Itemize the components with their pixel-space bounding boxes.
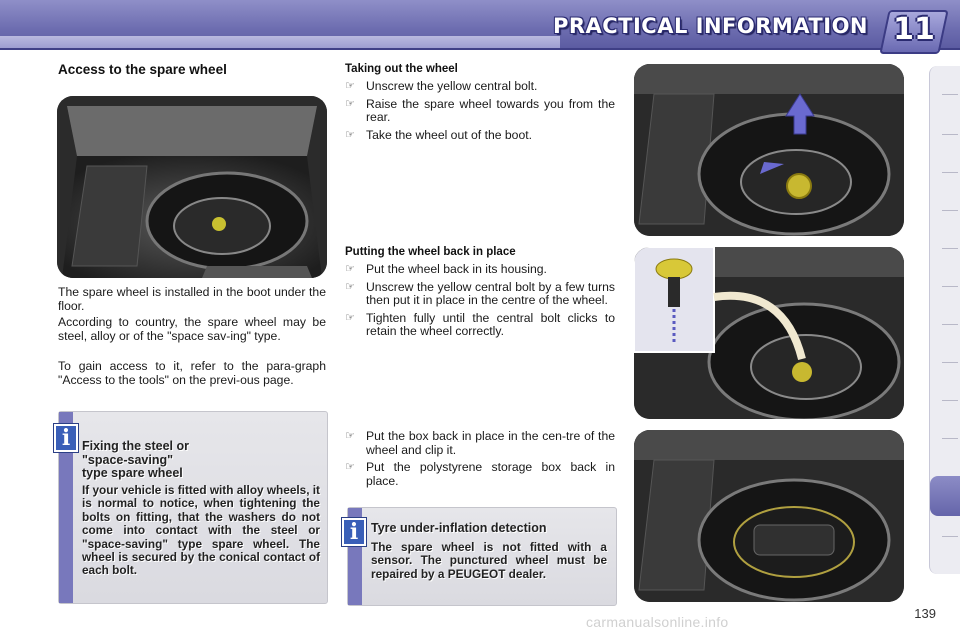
chapter-tab-active[interactable] [930,476,960,516]
step-text: Put the polystyrene storage box back in … [366,460,615,488]
step-item: ☞ Raise the spare wheel towards you from … [345,96,615,125]
step-item: ☞ Take the wheel out of the boot. [345,127,615,143]
chapter-tab[interactable] [942,536,958,537]
info-box-body: The spare wheel is not fitted with a sen… [371,540,607,581]
chapter-tab[interactable] [942,94,958,95]
step-text: Put the wheel back in its housing. [366,262,547,276]
wheel-refit-photo [634,247,904,419]
storage-box-photo [634,430,904,602]
chapter-title: PRACTICAL INFORMATION [552,14,868,38]
boot-floor-photo [57,96,327,278]
chapter-tab[interactable] [942,248,958,249]
pointer-hand-icon: ☞ [345,80,355,92]
step-text: Put the box back in place in the cen-tre… [366,429,615,457]
page-header [0,0,960,50]
step-text: Raise the spare wheel towards you from t… [366,96,615,125]
step-text: Take the wheel out of the boot. [366,127,532,142]
info-box-tyre-detection [347,507,617,606]
chapter-tab[interactable] [942,134,958,135]
chapter-tab[interactable] [942,362,958,363]
chapter-tab[interactable] [942,438,958,439]
info-icon: i [54,424,78,452]
step-item: ☞ Put the box back in place in the cen-tr… [345,429,615,457]
putting-back-title: Putting the wheel back in place [345,246,516,258]
info-box-spare-wheel-fixing [58,411,328,604]
pointer-hand-icon: ☞ [345,311,355,324]
chapter-tab[interactable] [942,400,958,401]
info-box-title: Fixing the steel or "space-saving" type … [82,439,312,481]
page-number: 139 [914,606,936,621]
step-text: Unscrew the yellow central bolt. [366,79,538,93]
info-icon: i [342,518,366,546]
box-steps: ☞ Put the box back in place in the cen-tr… [345,429,615,492]
info-box-bar [59,412,73,603]
chapter-tab[interactable] [942,286,958,287]
step-item: ☞ Unscrew the yellow central bolt by a fe… [345,279,615,308]
chapter-tabs [928,66,960,574]
taking-out-steps: ☞ Unscrew the yellow central bolt. ☞ Raise… [345,79,615,146]
chapter-number: 11 [893,12,935,47]
pointer-hand-icon: ☞ [345,128,355,141]
chapter-tab[interactable] [942,172,958,173]
putting-back-steps: ☞ Put the wheel back in its housing. ☞ Uns… [345,262,615,343]
info-box-title: Tyre under-inflation detection [371,521,547,535]
intro-paragraph: According to country, the spare wheel ma… [58,315,326,343]
header-highlight [0,36,560,48]
taking-out-title: Taking out the wheel [345,63,458,75]
intro-paragraph: The spare wheel is installed in the boot… [58,285,326,313]
info-box-title-line: Fixing the steel or [82,439,189,453]
section-title: Access to the spare wheel [58,62,227,77]
pointer-hand-icon: ☞ [345,461,355,474]
step-item: ☞ Tighten fully until the central bolt cl… [345,310,615,339]
pointer-hand-icon: ☞ [345,97,355,110]
intro-paragraph: To gain access to it, refer to the para-… [58,359,326,387]
pointer-hand-icon: ☞ [345,430,355,442]
watermark: carmanualsonline.info [586,614,729,630]
info-box-body: If your vehicle is fitted with alloy whe… [82,483,320,578]
info-box-title-line: "space-saving" [82,452,174,467]
step-text: Unscrew the yellow central bolt by a few… [366,279,615,308]
chapter-tab[interactable] [942,210,958,211]
pointer-hand-icon: ☞ [345,263,355,275]
pointer-hand-icon: ☞ [345,280,355,293]
info-box-title-line: type spare wheel [82,466,183,480]
step-item: ☞ Put the wheel back in its housing. [345,262,615,277]
chapter-tab[interactable] [942,324,958,325]
step-text: Tighten fully until the central bolt cli… [366,310,615,339]
step-item: ☞ Unscrew the yellow central bolt. [345,79,615,94]
step-item: ☞ Put the polystyrene storage box back in… [345,460,615,488]
wheel-removal-photo [634,64,904,236]
